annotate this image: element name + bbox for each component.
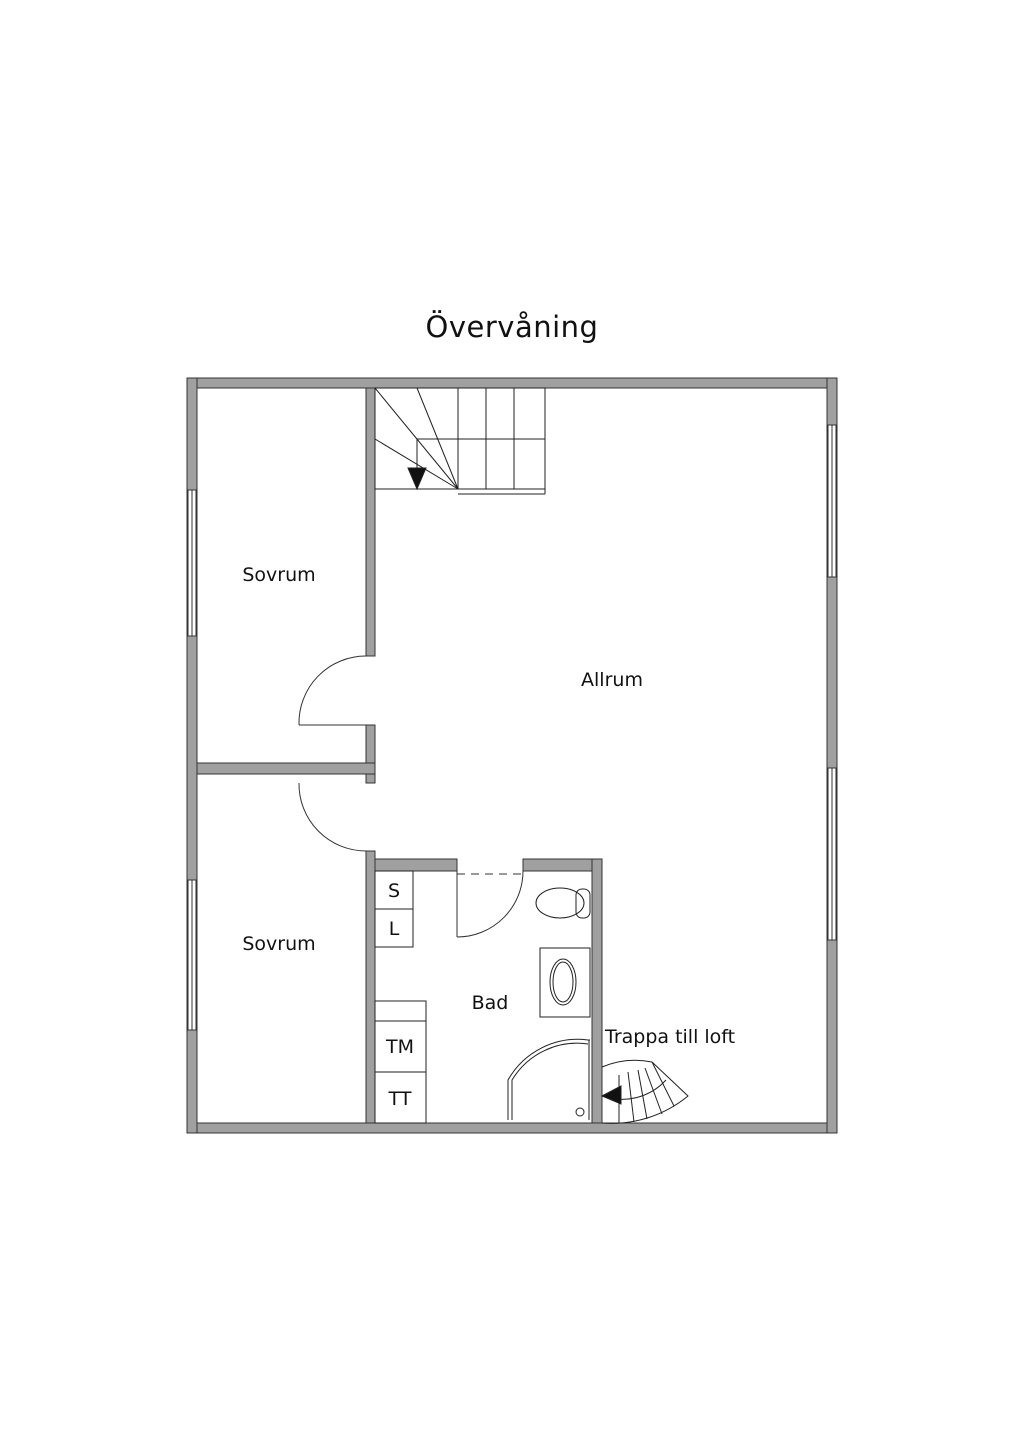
upper-staircase	[374, 387, 546, 495]
fixture-label-l: L	[389, 918, 400, 940]
fixture-label-s: S	[388, 880, 400, 902]
bathroom-fixtures	[374, 870, 591, 1124]
room-label-sovrum-top: Sovrum	[242, 564, 315, 586]
fixture-label-tm: TM	[385, 1036, 414, 1058]
room-label-allrum: Allrum	[581, 669, 643, 691]
loft-staircase	[600, 1059, 689, 1124]
fixture-label-tt: TT	[388, 1088, 412, 1110]
floor-title: Övervåning	[425, 310, 599, 344]
windows	[187, 424, 837, 1031]
doors	[298, 655, 524, 938]
room-label-bad: Bad	[472, 992, 509, 1014]
outer-walls	[186, 377, 838, 1134]
room-label-sovrum-bottom: Sovrum	[242, 933, 315, 955]
interior-walls	[196, 387, 603, 1124]
annotation-stairs-to-loft: Trappa till loft	[604, 1026, 735, 1048]
